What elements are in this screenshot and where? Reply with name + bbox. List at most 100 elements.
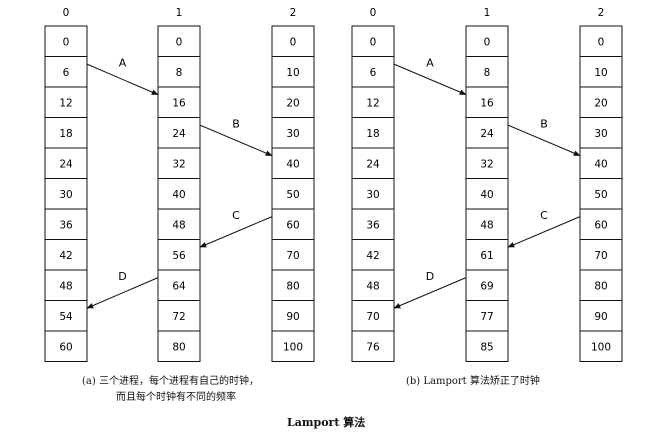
clock-value: 72 bbox=[172, 311, 185, 323]
clock-cell bbox=[157, 330, 201, 362]
clock-cell bbox=[271, 25, 315, 57]
clock-value: 50 bbox=[594, 189, 607, 201]
clock-value: 20 bbox=[286, 97, 299, 109]
clock-value: 32 bbox=[480, 158, 493, 170]
clock-value: 18 bbox=[366, 128, 379, 140]
clock-value: 100 bbox=[591, 341, 611, 353]
clock-cell bbox=[157, 147, 201, 179]
clock-value: 30 bbox=[59, 189, 72, 201]
clock-cell bbox=[44, 239, 88, 271]
panel-a: 0061218243036424854601081624324048566472… bbox=[44, 7, 315, 362]
clock-value: 16 bbox=[172, 97, 186, 109]
clock-cell bbox=[44, 330, 88, 362]
process-label-1: 1 bbox=[484, 7, 491, 19]
clock-value: 40 bbox=[172, 189, 185, 201]
clock-cell bbox=[579, 239, 623, 271]
clock-cell bbox=[351, 178, 395, 210]
clock-value: 36 bbox=[59, 219, 73, 231]
clock-cell bbox=[579, 56, 623, 88]
clock-value: 77 bbox=[480, 311, 493, 323]
message-label-b: B bbox=[540, 117, 548, 130]
clock-cell bbox=[579, 147, 623, 179]
clock-value: 100 bbox=[283, 341, 303, 353]
clock-cell bbox=[44, 56, 88, 88]
clock-value: 8 bbox=[484, 67, 491, 79]
clock-cell bbox=[271, 178, 315, 210]
clock-value: 0 bbox=[176, 36, 183, 48]
clock-value: 70 bbox=[286, 250, 299, 262]
clock-cell bbox=[465, 300, 509, 332]
clock-value: 80 bbox=[286, 280, 299, 292]
message-arrow-b bbox=[507, 124, 581, 157]
clock-value: 48 bbox=[366, 280, 379, 292]
process-label-0: 0 bbox=[370, 7, 377, 19]
message-arrow-c bbox=[199, 216, 273, 248]
clock-value: 48 bbox=[480, 219, 493, 231]
clock-value: 40 bbox=[286, 158, 299, 170]
clock-value: 24 bbox=[172, 128, 186, 140]
caption-a: (a) 三个进程，每个进程有自己的时钟， 而且每个时钟有不同的频率 bbox=[82, 374, 259, 406]
clock-cell bbox=[351, 208, 395, 240]
clock-value: 42 bbox=[366, 250, 379, 262]
caption-b: (b) Lamport 算法矫正了时钟 bbox=[406, 374, 540, 390]
clock-cell bbox=[157, 239, 201, 271]
clock-cell bbox=[351, 117, 395, 149]
caption-a-line2: 而且每个时钟有不同的频率 bbox=[116, 392, 236, 403]
clock-cell bbox=[579, 269, 623, 301]
clock-value: 48 bbox=[59, 280, 72, 292]
clock-cell bbox=[351, 56, 395, 88]
clock-cell bbox=[351, 330, 395, 362]
message-label-c: C bbox=[540, 209, 548, 222]
message-arrow-d bbox=[86, 277, 159, 309]
clock-value: 10 bbox=[286, 67, 299, 79]
caption-b-line1: (b) Lamport 算法矫正了时钟 bbox=[406, 376, 540, 387]
message-label-c: C bbox=[232, 209, 240, 222]
clock-cell bbox=[465, 208, 509, 240]
clock-cell bbox=[157, 86, 201, 118]
message-arrow-b bbox=[199, 124, 273, 157]
clock-value: 61 bbox=[480, 250, 493, 262]
message-arrow-a bbox=[393, 63, 467, 96]
clock-value: 76 bbox=[366, 341, 380, 353]
clock-value: 30 bbox=[286, 128, 299, 140]
message-arrow-d bbox=[393, 277, 467, 309]
clock-value: 60 bbox=[286, 219, 299, 231]
clock-value: 24 bbox=[366, 158, 380, 170]
clock-value: 40 bbox=[480, 189, 493, 201]
clock-value: 30 bbox=[366, 189, 379, 201]
clock-cell bbox=[579, 178, 623, 210]
clock-cell bbox=[271, 330, 315, 362]
clock-value: 16 bbox=[480, 97, 494, 109]
clock-value: 64 bbox=[172, 280, 186, 292]
clock-value: 54 bbox=[59, 311, 73, 323]
clock-cell bbox=[351, 300, 395, 332]
clock-value: 18 bbox=[59, 128, 72, 140]
clock-value: 6 bbox=[63, 67, 70, 79]
clock-value: 85 bbox=[480, 341, 493, 353]
message-label-d: D bbox=[118, 270, 126, 283]
clock-cell bbox=[44, 300, 88, 332]
process-label-1: 1 bbox=[176, 7, 183, 19]
clock-cell bbox=[351, 269, 395, 301]
clock-cell bbox=[271, 208, 315, 240]
clock-cell bbox=[465, 269, 509, 301]
clock-value: 60 bbox=[594, 219, 607, 231]
clock-value: 0 bbox=[290, 36, 297, 48]
clock-value: 90 bbox=[594, 311, 607, 323]
clock-cell bbox=[465, 330, 509, 362]
clock-cell bbox=[44, 147, 88, 179]
clock-cell bbox=[157, 269, 201, 301]
clock-value: 70 bbox=[366, 311, 379, 323]
clock-cell bbox=[465, 25, 509, 57]
clock-cell bbox=[351, 239, 395, 271]
clock-value: 48 bbox=[172, 219, 185, 231]
clock-cell bbox=[465, 239, 509, 271]
clock-value: 32 bbox=[172, 158, 185, 170]
clock-cell bbox=[157, 56, 201, 88]
clock-value: 69 bbox=[480, 280, 493, 292]
clock-value: 0 bbox=[484, 36, 491, 48]
process-label-2: 2 bbox=[598, 7, 605, 19]
clock-cell bbox=[271, 239, 315, 271]
clock-cell bbox=[351, 25, 395, 57]
clock-cell bbox=[44, 117, 88, 149]
